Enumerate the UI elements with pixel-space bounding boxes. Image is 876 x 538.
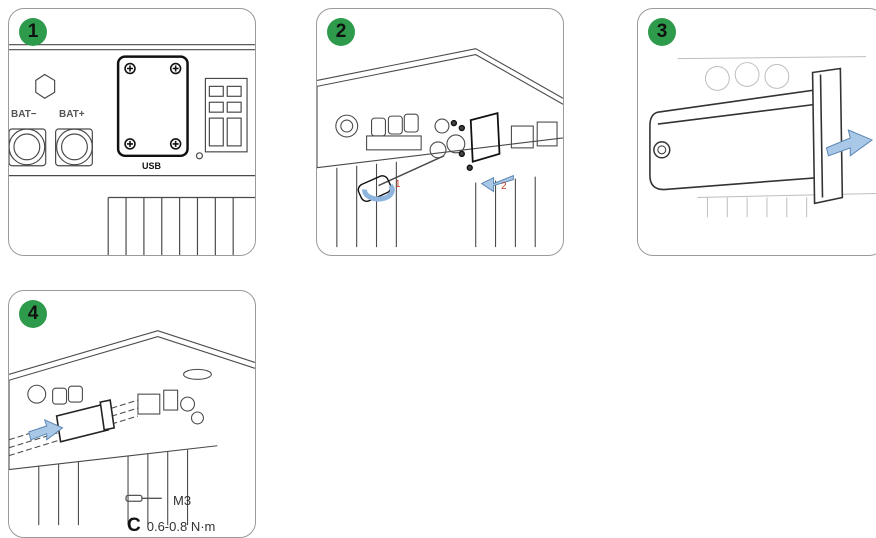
step-1-badge: 1 [19,18,47,46]
step-2-illustration [317,9,563,255]
step-2-badge: 2 [327,18,355,46]
torque-spec: C 0.6-0.8 N·m [127,515,215,537]
step-3-illustration [638,9,876,255]
step-3-badge: 3 [648,18,676,46]
bat-plus-label: BAT+ [59,109,85,120]
step-4-panel: 4 [8,290,256,538]
torque-icon: C [127,515,141,537]
step-4-illustration [9,291,255,537]
arrow-2-label: 2 [501,181,507,192]
step-4-badge: 4 [19,300,47,328]
step-1-panel: 1 [8,8,256,256]
step-1-illustration [9,9,255,255]
usb-label: USB [142,161,161,171]
step-2-panel: 2 [316,8,564,256]
torque-spec-label: 0.6-0.8 N·m [147,519,216,534]
screw-spec-label: M3 [173,493,191,508]
step-3-panel: 3 [637,8,876,256]
arrow-1-label: 1 [395,179,401,190]
screw-spec: M3 [173,493,191,508]
bat-minus-label: BAT− [11,109,37,120]
